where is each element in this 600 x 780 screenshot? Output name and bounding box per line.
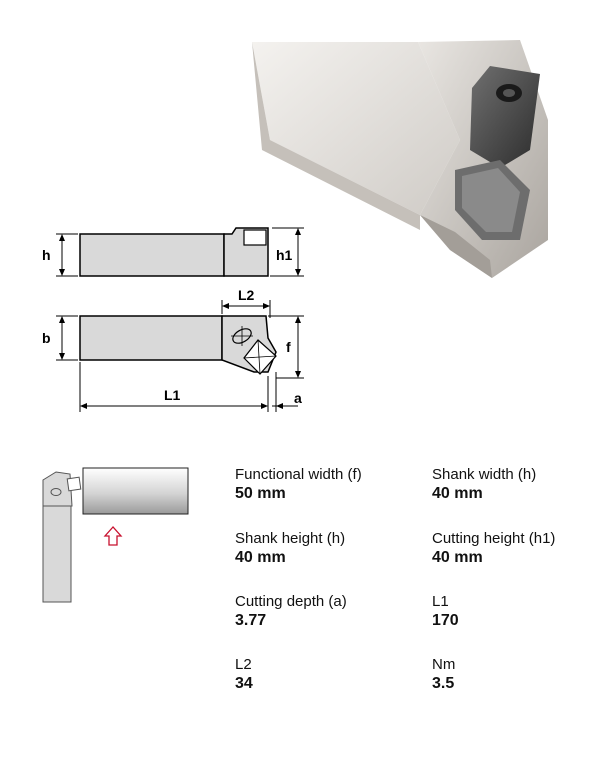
spec-value: 34 bbox=[235, 675, 253, 692]
spec-value: 50 mm bbox=[235, 485, 286, 502]
label-a: a bbox=[294, 390, 302, 406]
spec-label: L2 bbox=[235, 656, 252, 673]
spec-value: 40 mm bbox=[432, 549, 483, 566]
workpiece bbox=[82, 467, 189, 515]
spec-shank-height: Shank height (h) 40 mm bbox=[235, 530, 345, 568]
spec-functional-width: Functional width (f) 50 mm bbox=[235, 466, 362, 504]
label-l1: L1 bbox=[164, 387, 181, 403]
spec-l1: L1 170 bbox=[432, 593, 459, 631]
holder-shank bbox=[42, 505, 72, 603]
tool-holder-photo bbox=[252, 40, 548, 278]
spec-value: 3.77 bbox=[235, 612, 267, 629]
label-l2: L2 bbox=[238, 287, 255, 303]
spec-label: Cutting height (h1) bbox=[432, 530, 556, 547]
spec-label: Functional width (f) bbox=[235, 466, 362, 483]
top-view-shank bbox=[79, 315, 223, 361]
spec-value: 170 bbox=[432, 612, 459, 629]
spec-l2: L2 34 bbox=[235, 656, 253, 694]
spec-value: 40 mm bbox=[235, 549, 286, 566]
spec-label: Cutting depth (a) bbox=[235, 593, 347, 610]
spec-nm: Nm 3.5 bbox=[432, 656, 455, 694]
spec-label: Shank height (h) bbox=[235, 530, 346, 547]
spec-label: Shank width (h) bbox=[432, 466, 537, 483]
feed-arrow-icon bbox=[103, 526, 123, 546]
label-b: b bbox=[42, 330, 51, 346]
spec-value: 3.5 bbox=[432, 675, 455, 692]
label-h: h bbox=[42, 247, 51, 263]
label-f: f bbox=[286, 339, 291, 355]
spec-cutting-depth: Cutting depth (a) 3.77 bbox=[235, 593, 347, 631]
side-view-shank bbox=[79, 233, 225, 277]
spec-shank-width: Shank width (h) 40 mm bbox=[432, 466, 536, 504]
spec-value: 40 mm bbox=[432, 485, 483, 502]
spec-cutting-height: Cutting height (h1) 40 mm bbox=[432, 530, 555, 568]
spec-label: Nm bbox=[432, 656, 456, 673]
dimension-drawing: h h1 b f L2 L1 a bbox=[42, 227, 304, 412]
spec-label: L1 bbox=[432, 593, 449, 610]
label-h1: h1 bbox=[276, 247, 293, 263]
